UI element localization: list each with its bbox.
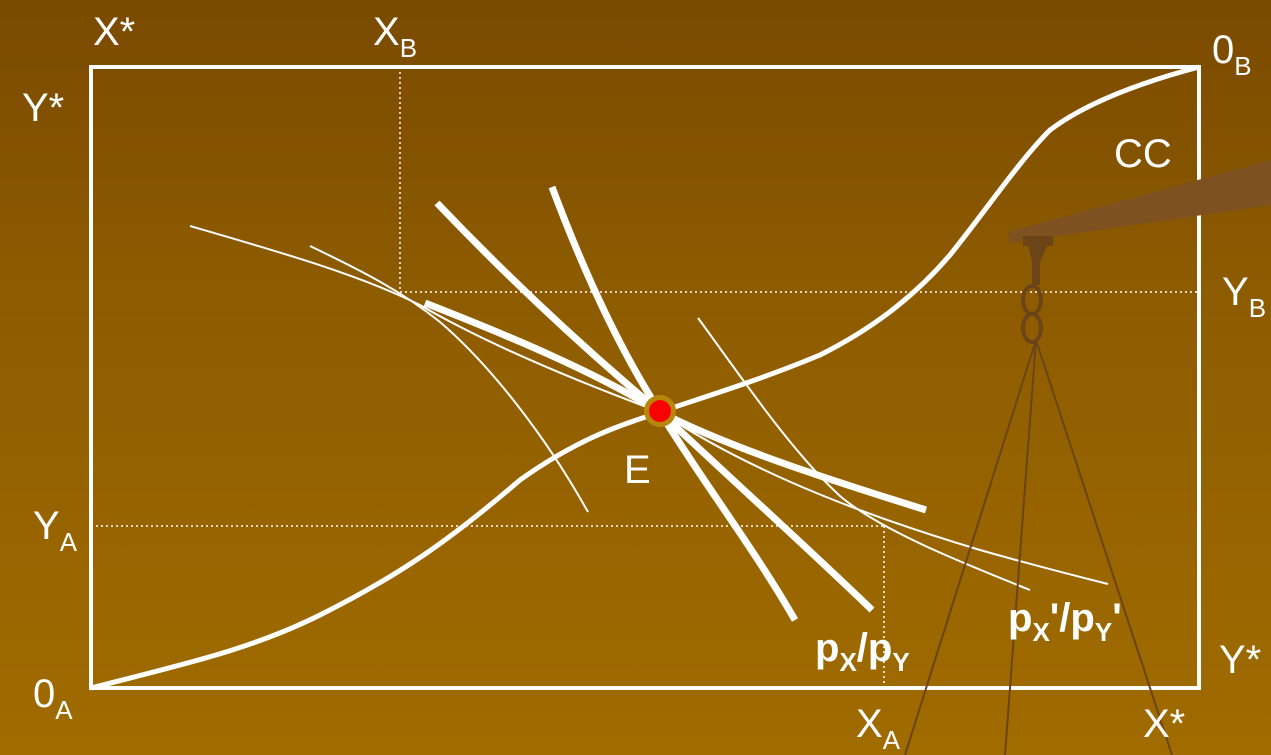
balance-scale-icon [904, 160, 1271, 755]
y-star-left-label: Y* [22, 86, 65, 130]
price-ratio-label: pX/pY [815, 626, 910, 677]
indifference-curve-a2 [309, 245, 589, 513]
contract-curve [90, 64, 1200, 691]
equilibrium-label: E [624, 448, 651, 492]
y-b-label: YB [1222, 270, 1267, 323]
indifference-curve-a1 [189, 225, 661, 413]
origin-b-label: 0B [1212, 28, 1252, 81]
x-a-label: XA [856, 702, 901, 755]
y-star-right-label: Y* [1219, 638, 1262, 682]
origin-a-label: 0A [33, 672, 73, 725]
x-b-label: XB [373, 10, 418, 63]
x-star-bottom-label: X* [1143, 702, 1186, 746]
y-a-label: YA [33, 504, 78, 557]
edgeworth-box-frame [89, 65, 1201, 690]
x-star-top-label: X* [93, 10, 136, 54]
indifference-curve-b1 [697, 317, 1031, 591]
price-ratio-new-label: pX'/pY' [1008, 596, 1122, 647]
equilibrium-dot [649, 400, 671, 422]
contract-curve-label: CC [1114, 132, 1172, 176]
indifference-curve-b2 [659, 411, 1109, 585]
